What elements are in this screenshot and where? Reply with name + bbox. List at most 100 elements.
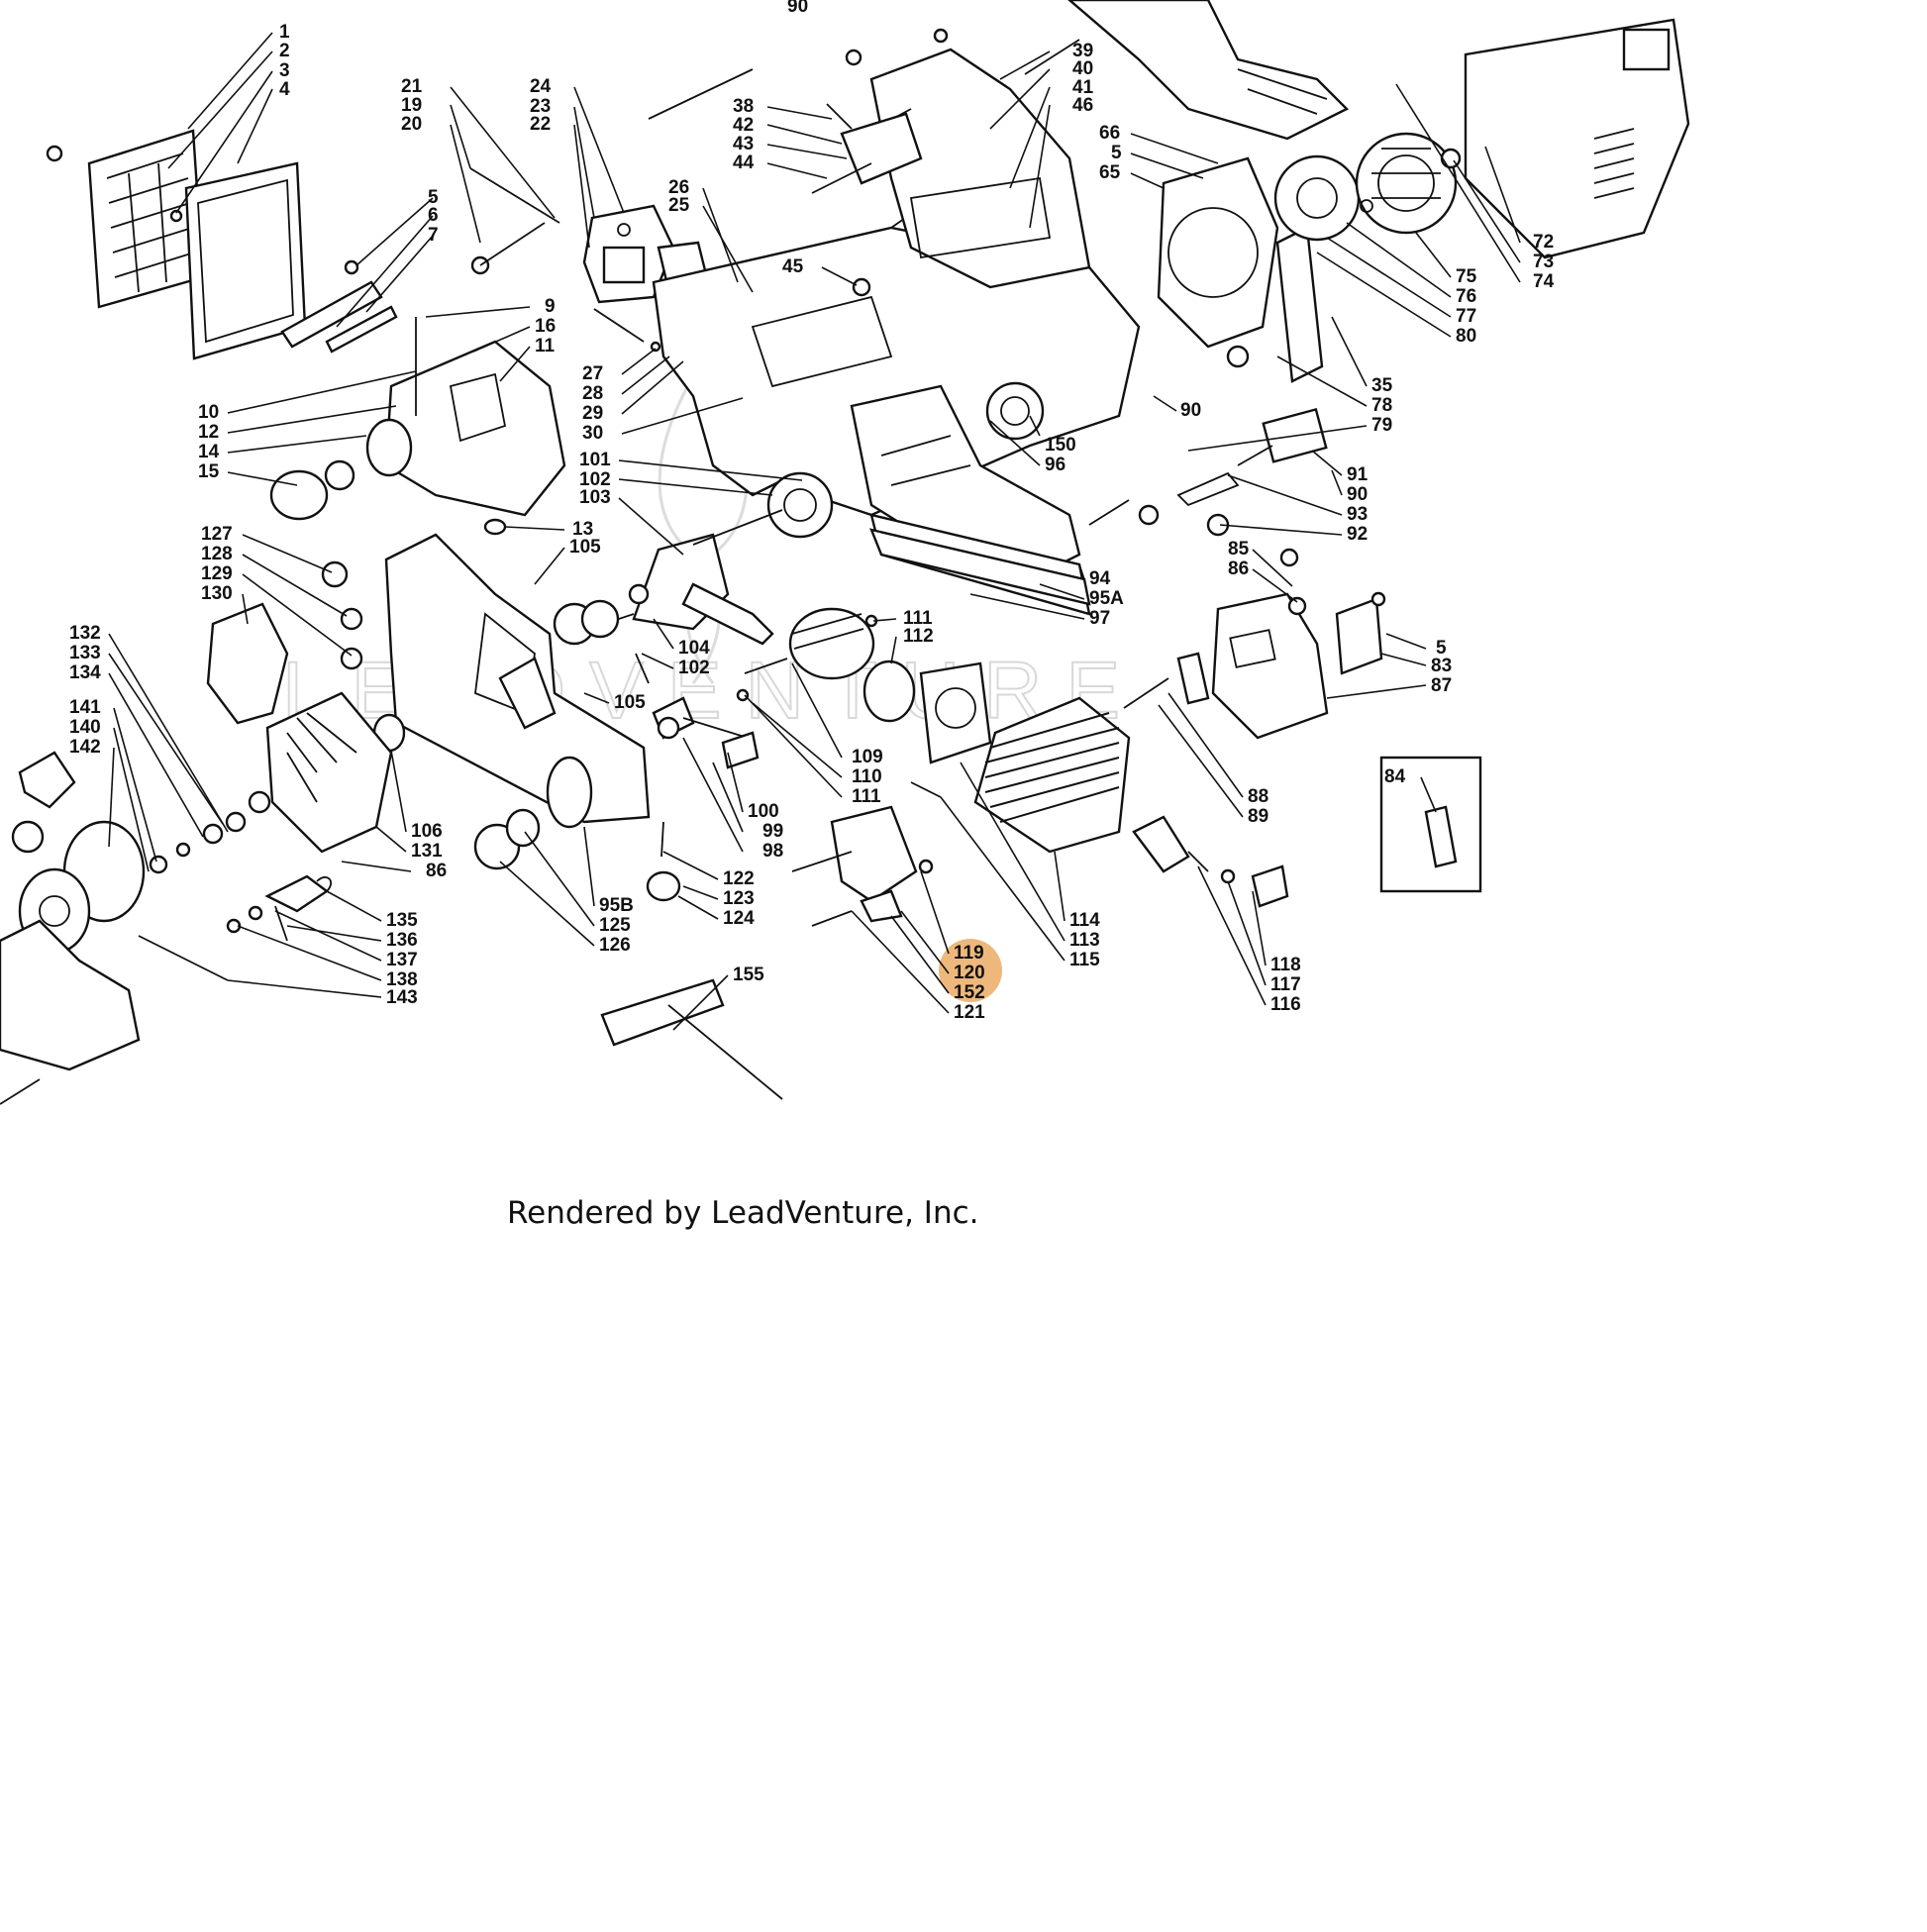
label-86: 86	[426, 861, 447, 881]
label-100: 100	[748, 801, 779, 822]
label-43: 43	[733, 134, 754, 154]
scrench-tool	[600, 978, 783, 1100]
label-95A: 95A	[1089, 588, 1124, 609]
o-ring	[505, 808, 541, 848]
label-86: 86	[1228, 559, 1249, 579]
label-29: 29	[582, 403, 603, 424]
label-3: 3	[279, 60, 290, 81]
label-105: 105	[614, 692, 646, 713]
label-123: 123	[723, 888, 755, 909]
label-96: 96	[1045, 455, 1065, 475]
cylinder-gasket	[919, 661, 992, 764]
label-111: 111	[852, 786, 881, 807]
label-73: 73	[1533, 252, 1554, 272]
piston-pin	[744, 658, 788, 674]
label-118: 118	[1270, 955, 1301, 975]
label-5: 5	[1111, 143, 1122, 163]
label-121: 121	[954, 1002, 985, 1023]
label-142: 142	[69, 737, 101, 758]
label-46: 46	[1072, 95, 1093, 116]
label-38: 38	[733, 96, 754, 117]
fuel-cap	[269, 469, 329, 521]
label-140: 140	[69, 717, 101, 738]
label-39: 39	[1072, 41, 1093, 61]
label-91: 91	[1347, 464, 1369, 485]
crankcase-gasket	[869, 528, 1091, 606]
label-42: 42	[733, 115, 754, 136]
needle-bearing	[628, 583, 650, 605]
label-141: 141	[69, 697, 101, 718]
cylinder-bolt	[910, 781, 942, 798]
label-126: 126	[599, 935, 631, 956]
label-111: 111	[903, 608, 933, 629]
muffler	[1176, 548, 1386, 740]
label-87: 87	[1431, 675, 1452, 696]
part-labels: 90 1 2 3 4 21 19 20 24 23 22 39 40 41 46…	[69, 0, 1555, 1023]
recoil-starter	[202, 560, 393, 854]
render-credit: Rendered by LeadVenture, Inc.	[507, 1195, 979, 1231]
cover-screw	[46, 145, 63, 162]
starter-housing	[1157, 156, 1324, 383]
piston	[788, 607, 916, 723]
label-2: 2	[279, 41, 290, 61]
label-40: 40	[1072, 58, 1093, 79]
label-127: 127	[201, 524, 233, 545]
label-77: 77	[1456, 306, 1476, 327]
label-130: 130	[201, 583, 233, 604]
crankshaft	[553, 471, 834, 646]
label-105: 105	[569, 537, 601, 558]
label-14: 14	[198, 442, 220, 462]
oil-line	[635, 653, 650, 684]
label-11: 11	[535, 336, 556, 356]
label-19: 19	[401, 95, 422, 116]
label-89: 89	[1248, 806, 1268, 827]
label-88: 88	[1248, 786, 1268, 807]
label-4: 4	[279, 79, 290, 100]
grommet-13	[483, 518, 507, 536]
label-44: 44	[733, 153, 755, 173]
label-138: 138	[386, 969, 418, 990]
label-21: 21	[401, 76, 423, 97]
label-102: 102	[678, 658, 710, 678]
label-7: 7	[428, 225, 439, 246]
label-28: 28	[582, 383, 603, 404]
label-137: 137	[386, 950, 418, 970]
highlight-marker	[939, 939, 1002, 1002]
label-113: 113	[1069, 930, 1100, 951]
label-134: 134	[69, 662, 101, 683]
label-112: 112	[903, 626, 934, 647]
label-94: 94	[1089, 568, 1111, 589]
label-79: 79	[1371, 415, 1392, 436]
label-27: 27	[582, 363, 603, 384]
throttle-trigger	[811, 103, 923, 194]
label-132: 132	[69, 623, 101, 644]
label-75: 75	[1456, 266, 1477, 287]
label-99: 99	[762, 821, 783, 842]
spark-arrestor-box	[1379, 756, 1482, 893]
label-97: 97	[1089, 608, 1110, 629]
oil-seal	[736, 688, 750, 702]
muffler-stud	[1123, 677, 1169, 709]
label-85: 85	[1228, 539, 1250, 559]
clutch-side-housing	[384, 533, 651, 829]
label-117: 117	[1270, 974, 1301, 995]
label-116: 116	[1270, 994, 1301, 1015]
label-155: 155	[733, 965, 764, 985]
label-30: 30	[582, 423, 603, 444]
throttle-linkage	[280, 167, 560, 354]
rear-handle	[0, 751, 141, 1071]
handle-screw	[0, 1078, 41, 1105]
label-125: 125	[599, 915, 631, 936]
label-5: 5	[428, 187, 439, 208]
label-76: 76	[1456, 286, 1476, 307]
label-26: 26	[668, 177, 689, 198]
nut-86	[1287, 596, 1307, 616]
label-136: 136	[386, 930, 418, 951]
fuel-tank	[365, 317, 566, 517]
label-9: 9	[545, 296, 556, 317]
label-124: 124	[723, 908, 755, 929]
label-15: 15	[198, 461, 220, 482]
label-65: 65	[1099, 162, 1121, 183]
oil-pump	[652, 696, 760, 769]
